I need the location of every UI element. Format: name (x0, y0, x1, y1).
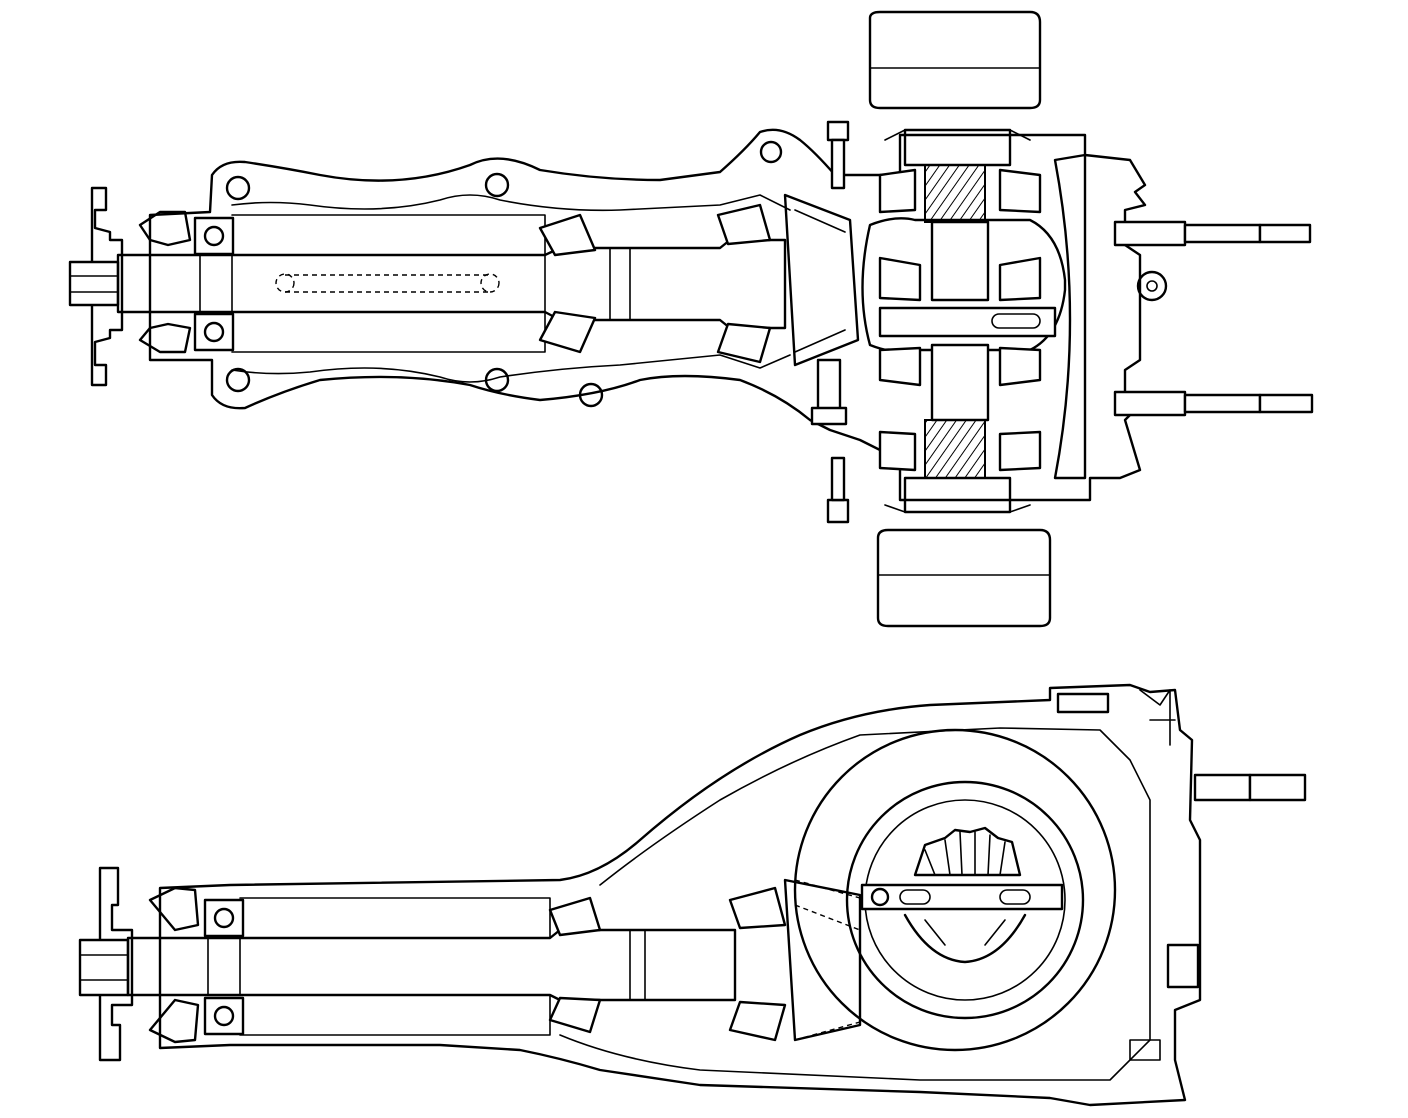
axle-flange-top (868, 10, 1042, 110)
cover-bolt (826, 120, 850, 524)
side-pinion-shaft (126, 928, 737, 1002)
mount-hole (578, 382, 604, 408)
oil-seal (138, 210, 192, 354)
top-view (68, 10, 1314, 628)
filler-plug (816, 358, 842, 412)
ring-gear (924, 419, 986, 479)
ring-gear-outline (845, 780, 1085, 1020)
side-gear (930, 220, 990, 302)
drive-pinion-gear (783, 193, 860, 367)
side-inner-contour (559, 727, 1151, 1081)
breather-plug (1136, 270, 1168, 302)
mount-stud (1113, 220, 1187, 247)
side-output-stud (1193, 773, 1252, 802)
front-bearing (193, 216, 235, 352)
side-cross-pin (860, 883, 1064, 911)
side-pinion-nut (78, 938, 130, 997)
mount-hole (759, 140, 783, 164)
side-companion-flange (98, 866, 134, 1062)
axle-flange-bottom (876, 528, 1052, 628)
side-diff-gear (913, 826, 1022, 877)
ring-gear-housing (793, 728, 1117, 1052)
rear-cover (1053, 153, 1087, 480)
mount-hole (225, 367, 251, 393)
mount-stud (1113, 390, 1187, 417)
inner-contour (231, 194, 791, 383)
side-housing-outline (158, 683, 1202, 1107)
ring-gear (924, 164, 986, 223)
housing-outline (148, 128, 1147, 502)
side-view (78, 683, 1307, 1107)
pinion-taper-bearing (538, 203, 772, 364)
side-bearing (878, 168, 1042, 472)
side-drive-pinion (783, 878, 862, 1042)
oil-passage (285, 274, 490, 293)
mount-hole (484, 172, 510, 198)
side-front-bearing (203, 898, 245, 1036)
side-bolt (1056, 692, 1110, 714)
pinion-nut (68, 260, 120, 307)
cross-pin (878, 306, 1057, 338)
companion-flange (90, 186, 124, 387)
mount-hole (484, 367, 510, 393)
side-taper-bearing (548, 886, 787, 1042)
side-gear (930, 343, 990, 422)
mount-hole (225, 175, 251, 201)
